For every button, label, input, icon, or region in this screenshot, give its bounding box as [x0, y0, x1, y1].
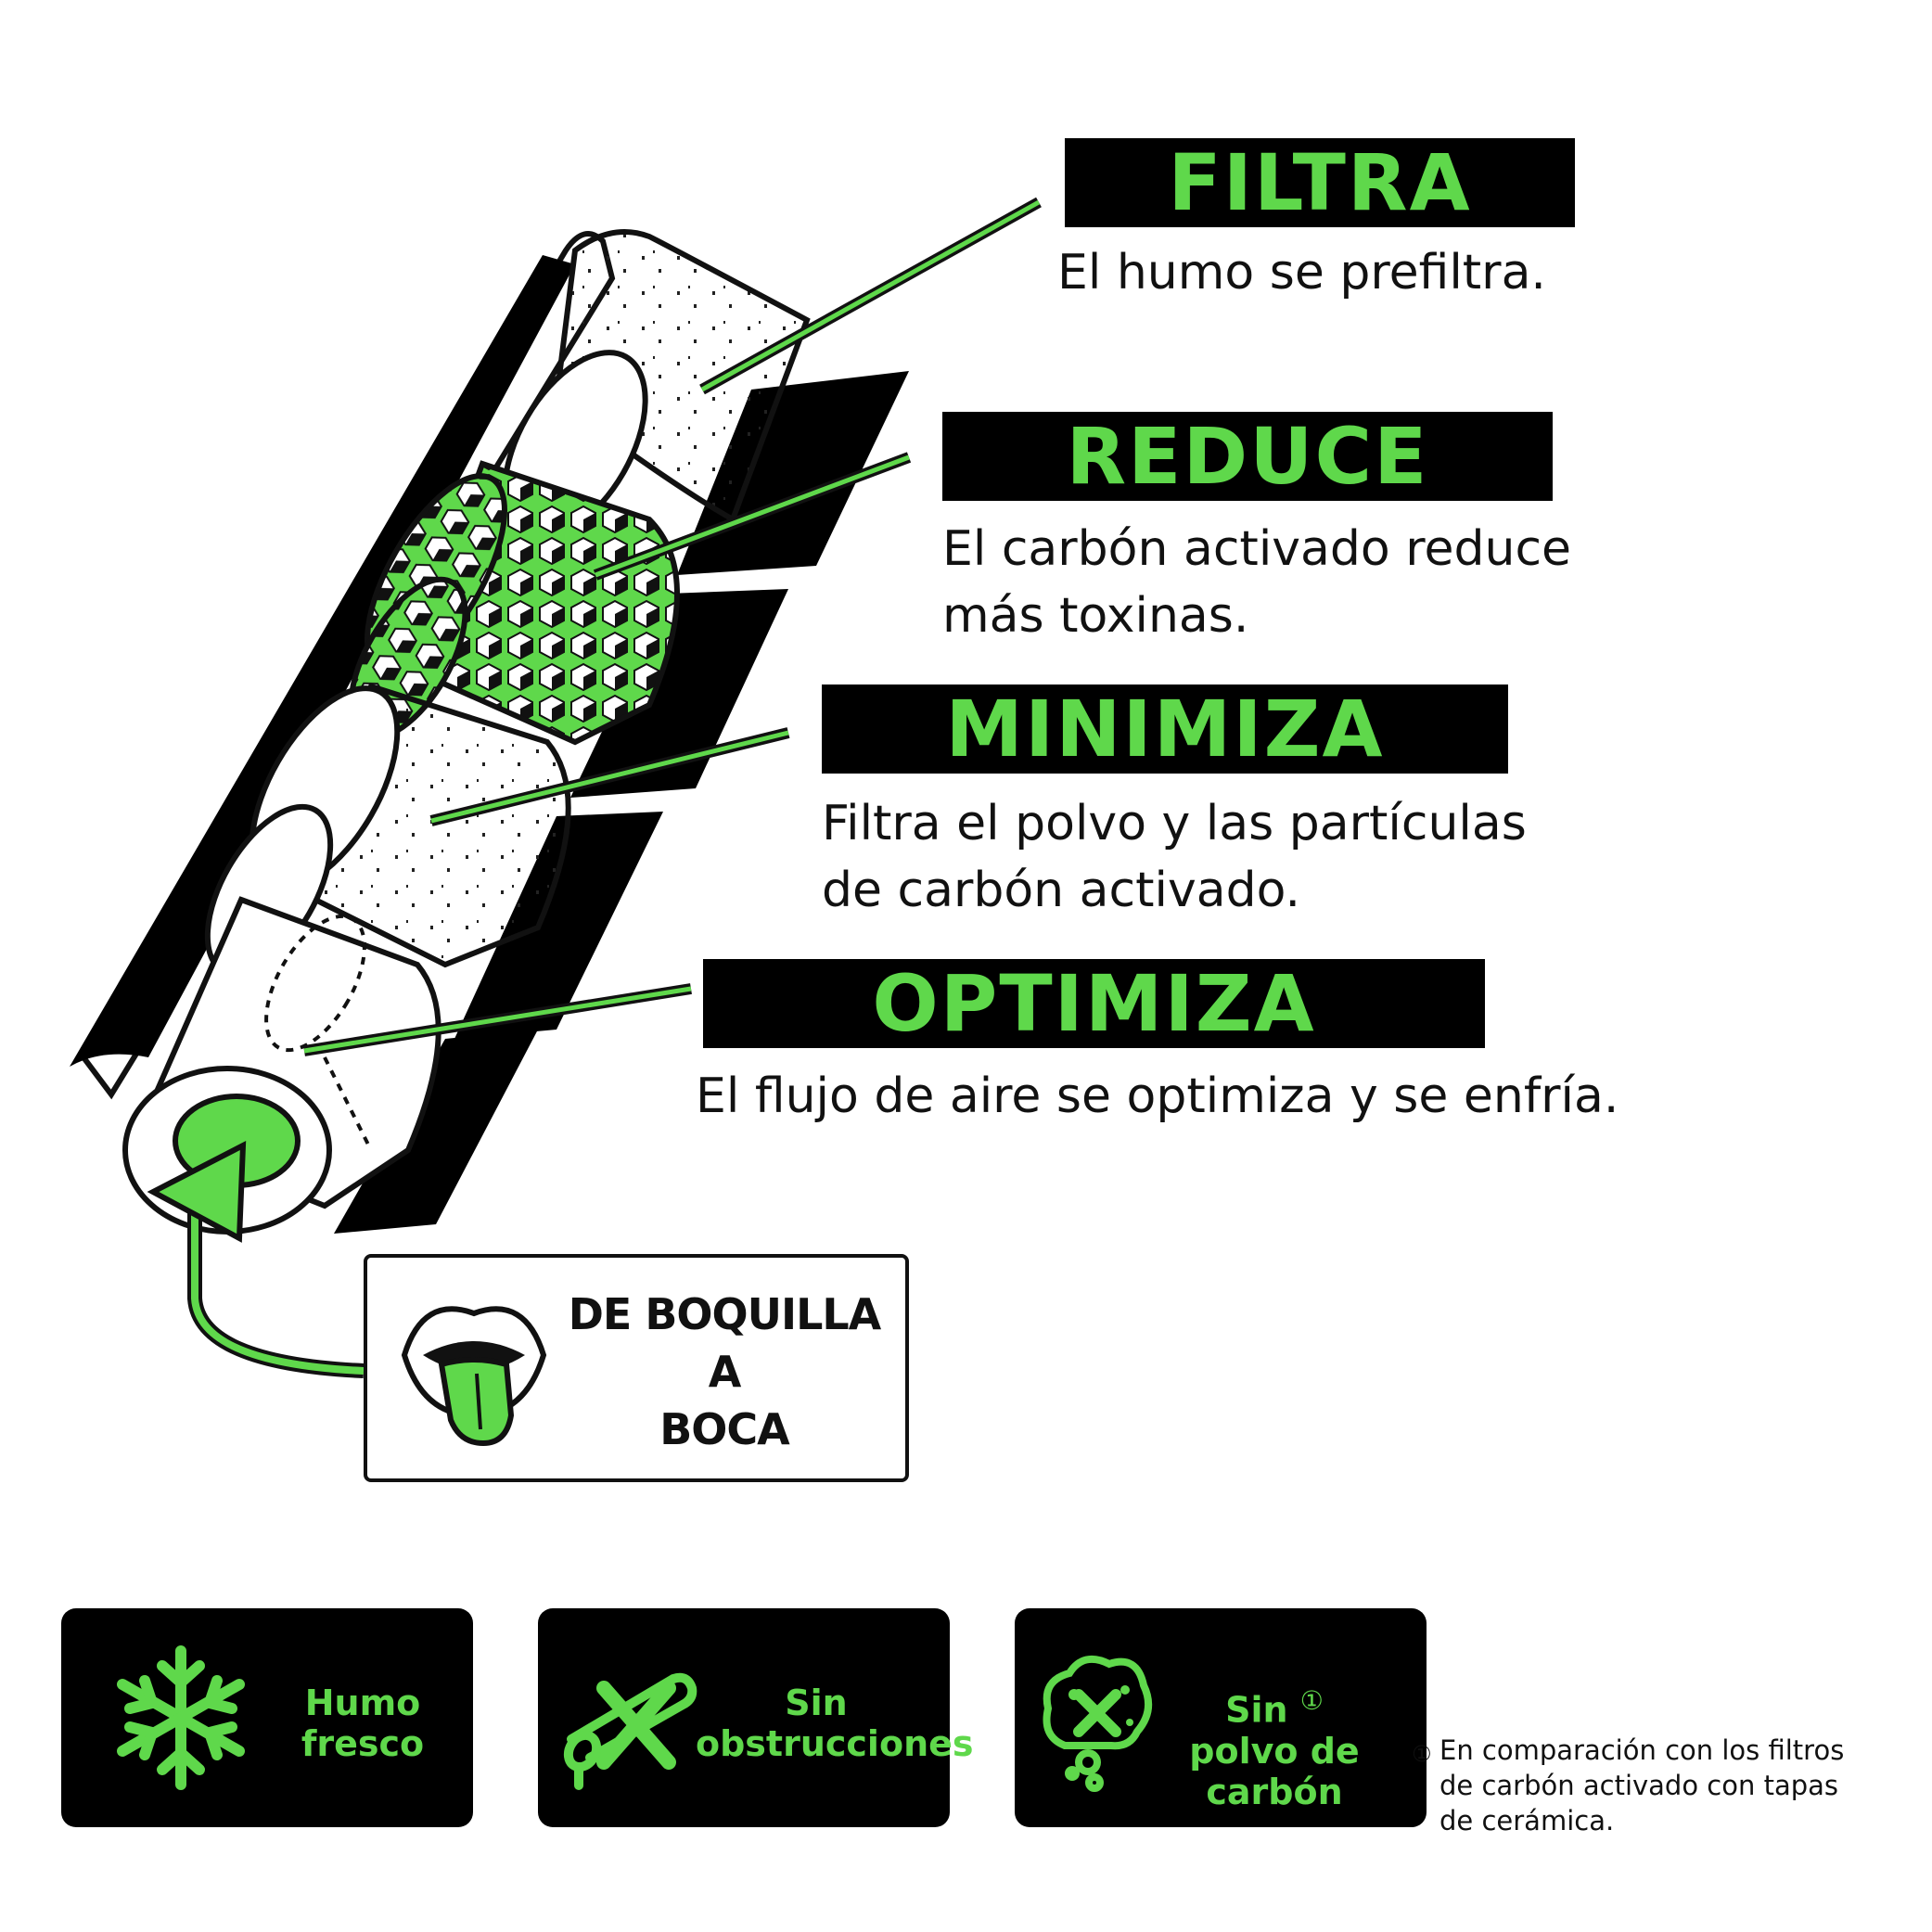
label-reduce-title: REDUCE: [942, 412, 1553, 501]
label-filtra-desc: El humo se prefiltra.: [1057, 239, 1546, 306]
footnote-marker: ①: [1299, 1685, 1324, 1716]
badge-line-text: Sin: [1225, 1689, 1288, 1731]
mouth-tongue-icon: [401, 1306, 547, 1447]
badge-line: obstrucciones: [696, 1723, 974, 1764]
airflow-arrow: [147, 1140, 365, 1378]
footnote-line: de carbón activado con tapas: [1439, 1770, 1839, 1801]
badge-sin-obstrucciones: Sin obstrucciones: [538, 1608, 974, 1827]
mouthpiece-callout: DE BOQUILLA A BOCA: [364, 1254, 909, 1482]
mouthpiece-line: DE BOQUILLA: [568, 1289, 882, 1339]
footnote-line: En comparación con los filtros: [1439, 1734, 1845, 1766]
badge-text: Sin ① polvo de carbón: [1135, 1681, 1414, 1812]
label-optimiza-title: OPTIMIZA: [703, 959, 1485, 1048]
desc-line: Filtra el polvo y las partículas: [822, 796, 1527, 851]
desc-line: más toxinas.: [942, 588, 1249, 644]
desc-line: de carbón activado.: [822, 863, 1301, 918]
label-optimiza-desc: El flujo de aire se optimiza y se enfría…: [696, 1063, 1619, 1130]
badge-line: fresco: [301, 1723, 425, 1764]
desc-line: El humo se prefiltra.: [1057, 245, 1546, 301]
badge-line: polvo de carbón: [1189, 1730, 1360, 1812]
badge-line: Sin ①: [1135, 1681, 1414, 1731]
badge-text: Humo fresco: [275, 1683, 451, 1764]
desc-line: El flujo de aire se optimiza y se enfría…: [696, 1068, 1619, 1124]
footnote-marker: ①: [1412, 1741, 1432, 1767]
mouthpiece-line: A: [708, 1347, 742, 1397]
mouthpiece-text: DE BOQUILLA A BOCA: [553, 1286, 896, 1458]
label-filtra-title: FILTRA: [1065, 138, 1575, 227]
mouthpiece-line: BOCA: [659, 1404, 790, 1454]
prefilter-segment: [502, 229, 811, 541]
badge-humo-fresco: Humo fresco: [61, 1608, 473, 1827]
label-reduce-desc: El carbón activado reduce más toxinas.: [942, 516, 1571, 649]
badge-line: Sin: [785, 1683, 848, 1723]
snowflake-icon: [117, 1645, 245, 1790]
badge-line: Humo: [304, 1683, 421, 1723]
desc-line: El carbón activado reduce: [942, 521, 1572, 577]
label-minimiza-title: MINIMIZA: [822, 685, 1508, 774]
label-minimiza-desc: Filtra el polvo y las partículas de carb…: [822, 790, 1527, 924]
no-dust-icon: [1043, 1655, 1153, 1792]
footnote-line: de cerámica.: [1439, 1805, 1615, 1836]
footnote: ① En comparación con los filtros de carb…: [1412, 1733, 1903, 1838]
no-clog-icon: [563, 1672, 697, 1790]
badge-text: Sin obstrucciones: [696, 1683, 974, 1764]
leader-lines: [303, 197, 1042, 1056]
badge-sin-polvo: Sin ① polvo de carbón: [1015, 1608, 1427, 1827]
dust-filter-segment: [204, 683, 571, 978]
